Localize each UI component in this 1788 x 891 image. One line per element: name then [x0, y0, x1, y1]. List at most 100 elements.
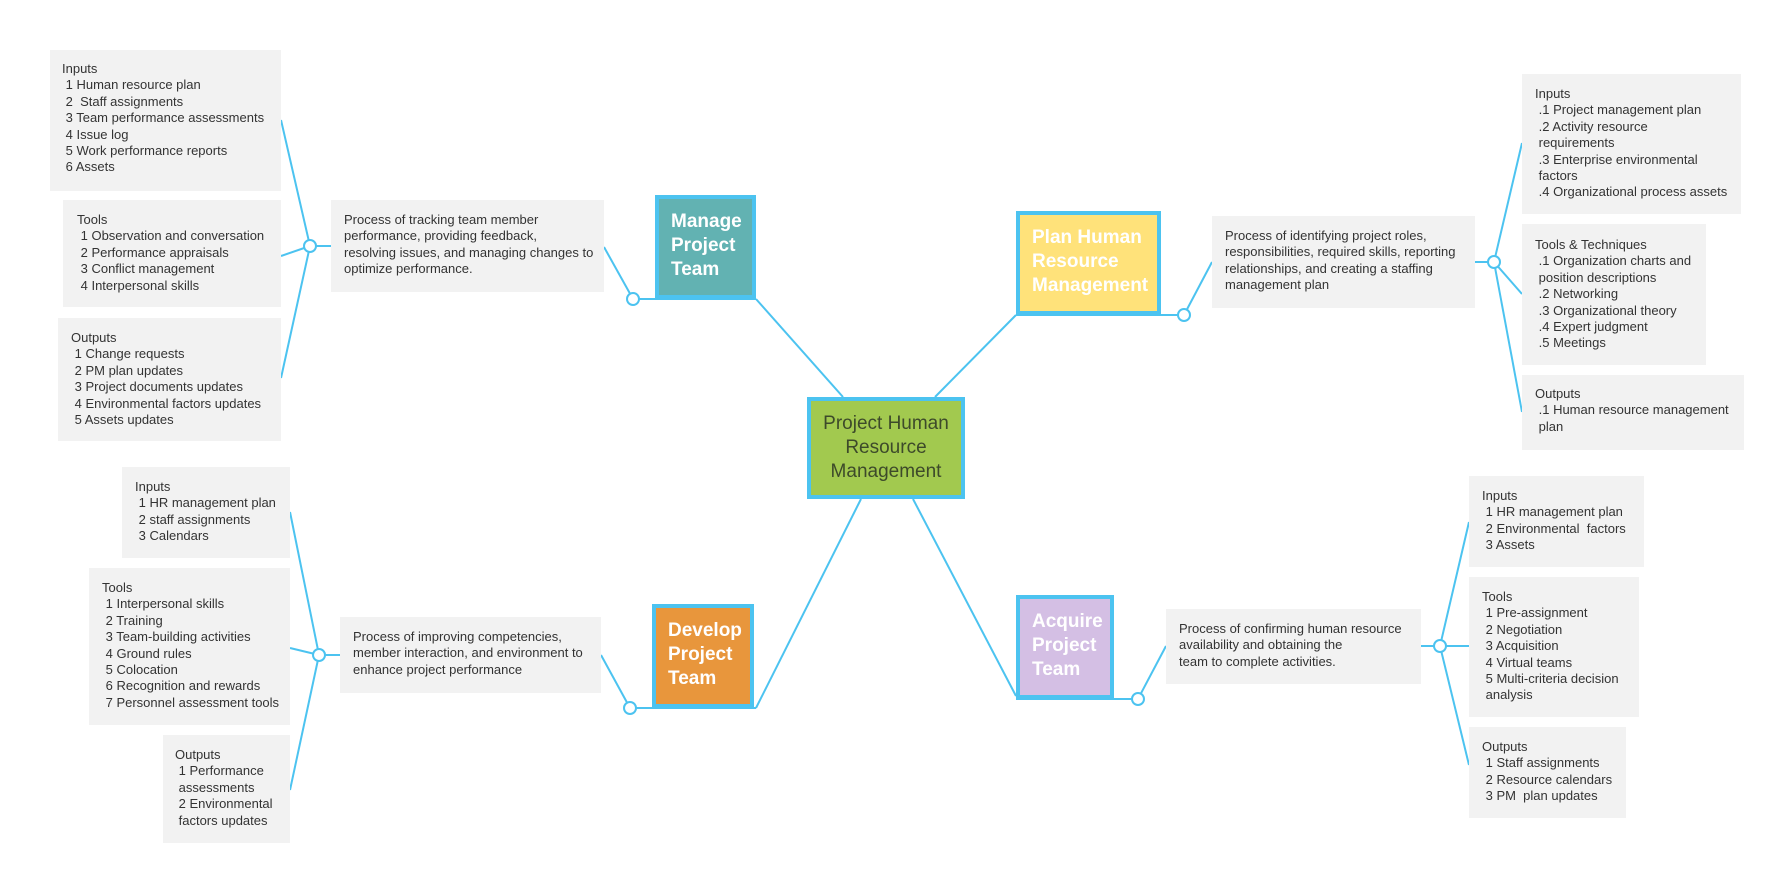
list-item: .3 Enterprise environmental [1535, 151, 1698, 167]
description-line: team to complete activities. [1179, 653, 1336, 669]
list-item: 4 Environmental factors updates [71, 395, 262, 411]
box-heading: Tools [1482, 589, 1513, 604]
list-item: 4 Interpersonal skills [77, 277, 200, 293]
collapse-handle-plan [1177, 308, 1191, 322]
list-item: 2 Resource calendars [1482, 771, 1613, 787]
connector-manage-inputs [280, 119, 311, 247]
list-item: 3 Team-building activities [102, 629, 251, 645]
list-item: 5 Colocation [102, 662, 178, 678]
list-item: .2 Activity resource [1535, 118, 1648, 134]
connector-acquire-outputs [1439, 645, 1470, 766]
plan-outputs-box[interactable]: Outputs .1 Human resource management pla… [1522, 375, 1744, 450]
central-topic-line: Project Human [823, 413, 949, 434]
connector-plan-desc [1183, 261, 1213, 316]
develop-description-box[interactable]: Process of improving competencies, membe… [340, 617, 601, 693]
develop-outputs-box[interactable]: Outputs 1 Performance assessments 2 Envi… [163, 735, 290, 843]
list-item: factors updates [175, 812, 268, 828]
connector-center-plan [934, 314, 1017, 398]
description-line: Process of improving competencies, [353, 629, 562, 644]
topic-develop-project-team[interactable]: Develop Project Team [652, 604, 754, 708]
central-topic-line: Resource [845, 437, 927, 458]
list-item: 6 Recognition and rewards [102, 678, 261, 694]
topic-plan-hr-management[interactable]: Plan Human Resource Management [1016, 211, 1161, 315]
plan-inputs-box[interactable]: Inputs .1 Project management plan .2 Act… [1522, 74, 1741, 214]
plan-description-box[interactable]: Process of identifying project roles, re… [1212, 216, 1475, 308]
description-line: Process of confirming human resource [1179, 621, 1402, 636]
topic-acquire-project-team[interactable]: Acquire Project Team [1016, 595, 1114, 699]
connector-center-develop [755, 498, 862, 709]
manage-tools-box[interactable]: Tools 1 Observation and conversation 2 P… [63, 200, 281, 307]
collapse-handle-develop [623, 701, 637, 715]
collapse-handle-manage-desc [303, 239, 317, 253]
description-line: availability and obtaining the [1179, 637, 1343, 653]
manage-outputs-box[interactable]: Outputs 1 Change requests 2 PM plan upda… [58, 318, 281, 441]
topic-title-line: Team [668, 668, 717, 689]
list-item: 2 Negotiation [1482, 621, 1563, 637]
list-item: 5 Assets updates [71, 412, 174, 428]
topic-title-line: Plan Human [1032, 227, 1142, 248]
list-item: 1 HR management plan [135, 495, 276, 511]
central-topic[interactable]: Project Human Resource Management [807, 397, 965, 499]
list-item: 1 Staff assignments [1482, 755, 1600, 771]
list-item: 1 Observation and conversation [77, 228, 265, 244]
box-heading: Inputs [135, 479, 171, 494]
develop-inputs-box[interactable]: Inputs 1 HR management plan 2 staff assi… [122, 467, 290, 558]
list-item: 3 PM plan updates [1482, 788, 1598, 804]
manage-description-box[interactable]: Process of tracking team member performa… [331, 200, 604, 292]
box-heading: Inputs [1482, 488, 1518, 503]
topic-title-line: Project [671, 235, 736, 256]
box-heading: Outputs [1482, 739, 1528, 754]
list-item: .1 Project management plan [1535, 102, 1702, 118]
description-line: performance, providing feedback, [344, 228, 537, 244]
connector-center-manage [755, 298, 844, 398]
description-line: management plan [1225, 277, 1330, 293]
connector-manage-outputs [280, 245, 311, 379]
list-item: 3 Acquisition [1482, 638, 1559, 654]
description-line: relationships, and creating a staffing [1225, 260, 1433, 276]
connector-acquire-desc [1137, 645, 1167, 700]
acquire-tools-box[interactable]: Tools 1 Pre-assignment 2 Negotiation 3 A… [1469, 577, 1639, 717]
list-item: 3 Team performance assessments [62, 110, 265, 126]
list-item: position descriptions [1535, 269, 1657, 285]
description-line: responsibilities, required skills, repor… [1225, 244, 1456, 260]
connector-plan-tools [1493, 261, 1523, 295]
acquire-outputs-box[interactable]: Outputs 1 Staff assignments 2 Resource c… [1469, 727, 1626, 818]
list-item: 3 Conflict management [77, 261, 215, 277]
list-item: 5 Work performance reports [62, 143, 228, 159]
acquire-inputs-box[interactable]: Inputs 1 HR management plan 2 Environmen… [1469, 476, 1644, 567]
list-item: 1 Performance [175, 763, 264, 779]
develop-tools-box[interactable]: Tools 1 Interpersonal skills 2 Training … [89, 568, 290, 725]
manage-inputs-box[interactable]: Inputs 1 Human resource plan 2 Staff ass… [50, 50, 281, 191]
list-item: 2 Environmental factors [1482, 520, 1626, 536]
connector-develop-outputs [289, 654, 320, 791]
list-item: assessments [175, 779, 255, 795]
list-item: 3 Calendars [135, 528, 209, 544]
connector-develop-inputs [289, 511, 320, 656]
list-item: plan [1535, 418, 1564, 434]
topic-manage-project-team[interactable]: Manage Project Team [655, 195, 756, 299]
list-item: 3 Assets [1482, 537, 1535, 553]
list-item: .4 Organizational process assets [1535, 184, 1728, 200]
topic-title-line: Acquire [1032, 611, 1103, 632]
list-item: requirements [1535, 135, 1615, 151]
box-heading: Tools & Techniques [1535, 237, 1647, 252]
topic-title-line: Develop [668, 620, 742, 641]
list-item: 2 Training [102, 612, 163, 628]
box-heading: Tools [102, 580, 133, 595]
list-item: 1 Human resource plan [62, 77, 201, 93]
description-line: optimize performance. [344, 261, 473, 277]
list-item: factors [1535, 168, 1578, 184]
list-item: 2 Performance appraisals [77, 244, 229, 260]
list-item: .3 Organizational theory [1535, 302, 1677, 318]
plan-tools-box[interactable]: Tools & Techniques .1 Organization chart… [1522, 224, 1706, 365]
description-line: Process of identifying project roles, [1225, 228, 1427, 243]
description-line: enhance project performance [353, 661, 523, 677]
box-heading: Inputs [62, 61, 98, 76]
list-item: 1 HR management plan [1482, 504, 1623, 520]
list-item: .1 Organization charts and [1535, 253, 1692, 269]
list-item: 4 Virtual teams [1482, 654, 1573, 670]
list-item: .2 Networking [1535, 286, 1619, 302]
acquire-description-box[interactable]: Process of confirming human resource ava… [1166, 609, 1421, 684]
